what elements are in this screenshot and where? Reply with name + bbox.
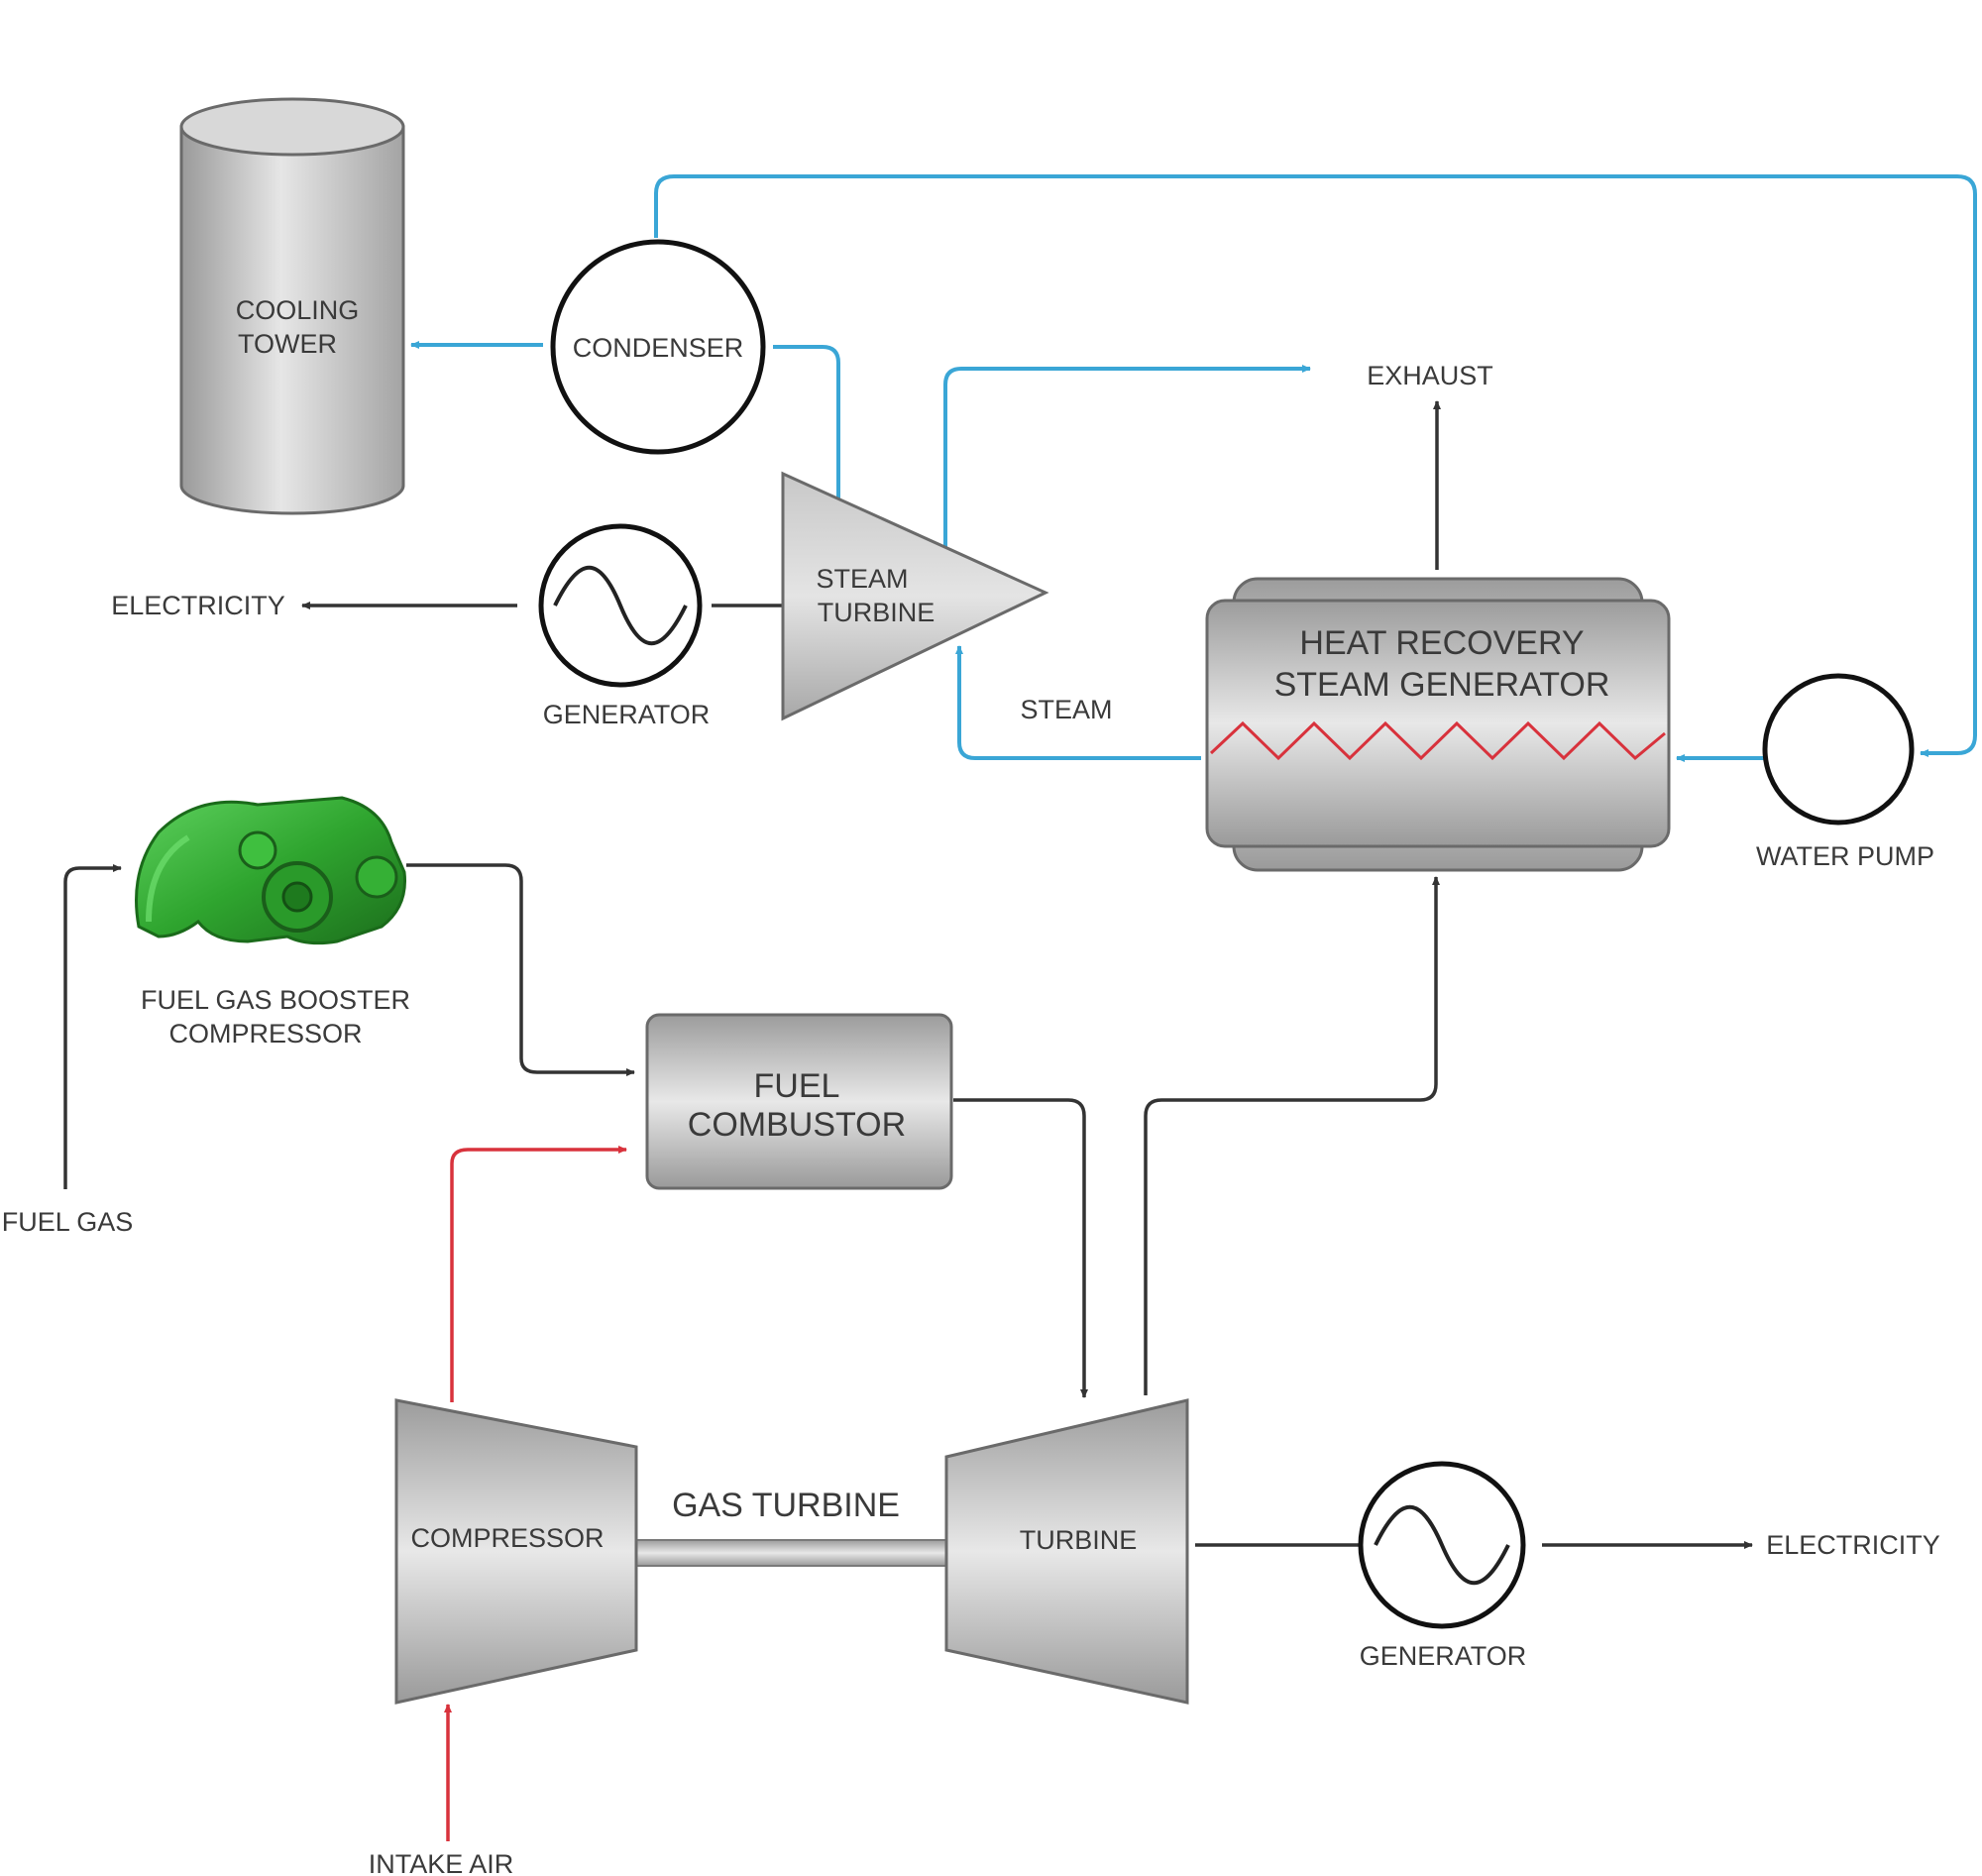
booster-label-2: COMPRESSOR [168,1019,362,1048]
turbine-to-exhaust-steam-line [943,365,1311,550]
turbine-label: TURBINE [1020,1525,1138,1555]
exhaust-label: EXHAUST [1367,361,1493,390]
fuel-combustor-label-1: FUEL [754,1067,840,1105]
sine-wave-icon [553,565,688,646]
heat-recovery-steam-generator[interactable]: HEAT RECOVERY STEAM GENERATOR [1205,577,1671,872]
water-steam-lines [410,174,1977,762]
water-pump[interactable]: WATER PUMP [1756,673,1934,871]
intake-air-label: INTAKE AIR [369,1849,514,1876]
electricity-top-label: ELECTRICITY [111,591,285,620]
hrsg-label-2: STEAM GENERATOR [1274,666,1610,704]
condenser[interactable]: CONDENSER [550,239,766,455]
gas-turbine[interactable]: COMPRESSOR GAS TURBINE TURBINE [394,1398,1189,1705]
booster-compressor-icon [135,796,407,945]
flow-lines [63,400,1753,1549]
combustor-to-turbine-line [953,1098,1088,1398]
sine-wave-icon [1374,1504,1510,1586]
heat-coil [1209,720,1666,761]
electricity-bottom-label: ELECTRICITY [1766,1530,1940,1560]
steam-supply-line [955,645,1201,760]
air-lines [444,1146,627,1841]
condenser-return-line [654,174,1977,757]
condenser-label: CONDENSER [573,333,744,363]
fuel-gas-inlet-line [63,864,122,1189]
cooling-tower-label-1: COOLING [236,295,360,325]
gas-turbine-label: GAS TURBINE [672,1487,900,1524]
steam-turbine-label-1: STEAM [816,564,908,594]
booster-to-combustor-line [406,863,635,1076]
generator-bottom[interactable]: GENERATOR [1358,1461,1527,1671]
generator-bottom-label: GENERATOR [1360,1641,1527,1671]
turbine [944,1398,1189,1705]
hrsg-label-1: HEAT RECOVERY [1299,624,1584,662]
generator-top[interactable]: GENERATOR [538,523,711,729]
cooling-tower-label-2: TOWER [238,329,337,359]
compressor [394,1398,638,1705]
generator-top-label: GENERATOR [543,700,711,729]
compressor-to-combustor-air-line [450,1146,627,1402]
compressor-label: COMPRESSOR [410,1523,604,1553]
fuel-combustor[interactable]: FUEL COMBUSTOR [645,1013,953,1190]
booster-label-1: FUEL GAS BOOSTER [141,985,410,1015]
fuel-combustor-label-2: COMBUSTOR [688,1106,906,1144]
steam-turbine-label-2: TURBINE [818,598,936,627]
cooling-tower[interactable]: COOLING TOWER [179,97,405,515]
fuel-gas-booster-compressor[interactable]: FUEL GAS BOOSTER COMPRESSOR [135,796,411,1048]
steam-label: STEAM [1020,695,1112,724]
condenser-to-turbine-line [773,345,840,500]
steam-turbine[interactable]: STEAM TURBINE [781,471,1049,721]
fuel-gas-label: FUEL GAS [2,1207,134,1237]
turbine-to-hrsg-line [1144,876,1440,1395]
water-pump-label: WATER PUMP [1756,841,1934,871]
